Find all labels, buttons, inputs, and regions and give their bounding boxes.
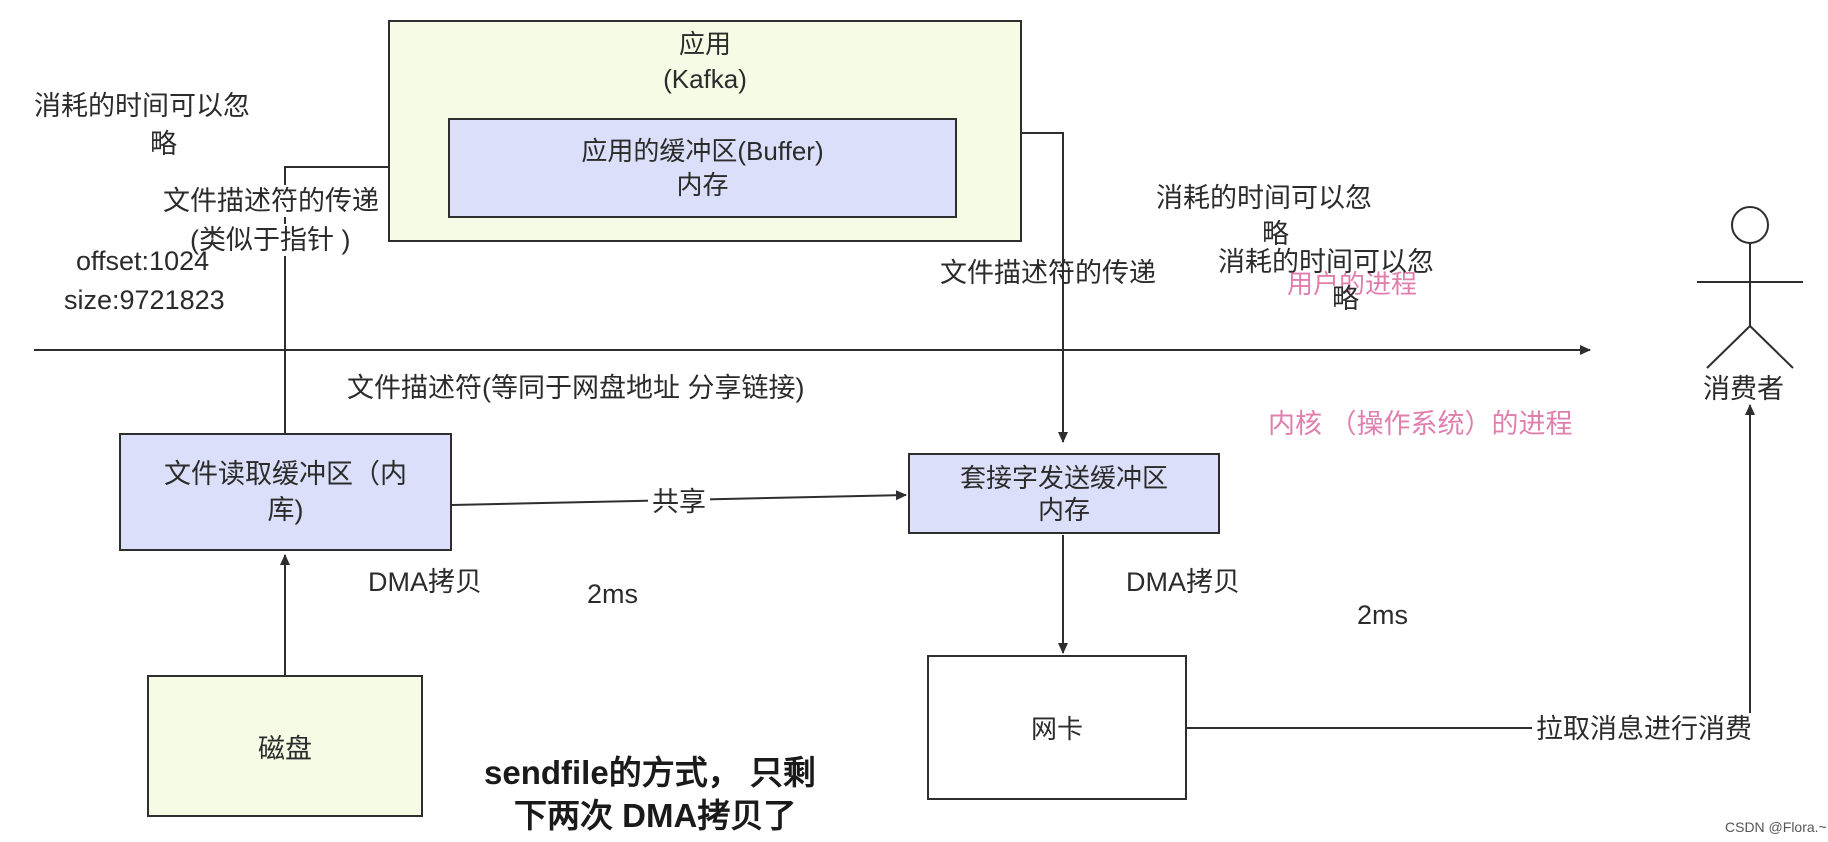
- fd-description: 文件描述符(等同于网盘地址 分享链接): [347, 373, 805, 403]
- share-label: 共享: [648, 486, 710, 518]
- socket-buffer-label: 套接字发送缓冲区: [959, 462, 1168, 493]
- pull-consume-label: 拉取消息进行消费: [1532, 713, 1756, 745]
- nic-to-consumer-arrow: [1187, 404, 1755, 729]
- ignore-note-top-left: 消耗的时间可以忽: [34, 91, 250, 121]
- app-buffer-sublabel: 内存: [676, 170, 729, 200]
- size-text: size:9721823: [64, 285, 225, 315]
- fd-pass-left-label: 文件描述符的传递: [163, 185, 379, 217]
- application-title: 应用: [678, 29, 731, 59]
- ignore-note-top-left-cont: 略: [150, 129, 177, 159]
- offset-text: offset:1024: [76, 246, 210, 276]
- ignore-note-mid-cont: 略: [1262, 219, 1289, 249]
- watermark: CSDN @Flora.~: [1725, 819, 1827, 835]
- dma-copy-left: DMA拷贝: [368, 567, 482, 597]
- disk-box: 磁盘: [147, 675, 423, 817]
- dma-copy-right: DMA拷贝: [1126, 567, 1240, 597]
- time-right: 2ms: [1357, 600, 1409, 630]
- fd-pass-left-hint: (类似于指针 ): [190, 224, 351, 256]
- consumer-icon: [1697, 206, 1803, 369]
- application-subtitle: (Kafka): [663, 64, 747, 94]
- fd-pass-right-label: 文件描述符的传递: [940, 258, 1156, 288]
- kernel-process-label: 内核 （操作系统）的进程: [1268, 409, 1573, 439]
- file-read-buffer-label: 文件读取缓冲区（内: [164, 459, 407, 489]
- summary-text-line1: sendfile的方式， 只剩: [484, 754, 816, 791]
- time-left: 2ms: [587, 579, 639, 609]
- file-read-buffer-sublabel: 库): [267, 495, 304, 525]
- nic-label: 网卡: [1030, 714, 1083, 744]
- file-read-buffer-box: 文件读取缓冲区（内 库): [119, 433, 452, 551]
- ignore-note-mid: 消耗的时间可以忽: [1156, 183, 1372, 213]
- socket-buffer-sublabel: 内存: [1037, 494, 1090, 525]
- user-process-label: 用户的进程: [1287, 269, 1418, 299]
- summary-text-line2: 下两次 DMA拷贝了: [514, 797, 797, 834]
- app-buffer-label: 应用的缓冲区(Buffer): [581, 136, 824, 166]
- nic-box: 网卡: [927, 655, 1187, 800]
- consumer-label: 消费者: [1703, 374, 1784, 404]
- disk-label: 磁盘: [258, 733, 312, 764]
- socket-send-buffer-box: 套接字发送缓冲区 内存: [908, 453, 1220, 534]
- app-buffer-box: 应用的缓冲区(Buffer) 内存: [448, 118, 957, 218]
- ignore-note-mid-2: 消耗的时间可以忽: [1218, 247, 1434, 277]
- ignore-note-mid-2-cont: 略: [1332, 284, 1359, 314]
